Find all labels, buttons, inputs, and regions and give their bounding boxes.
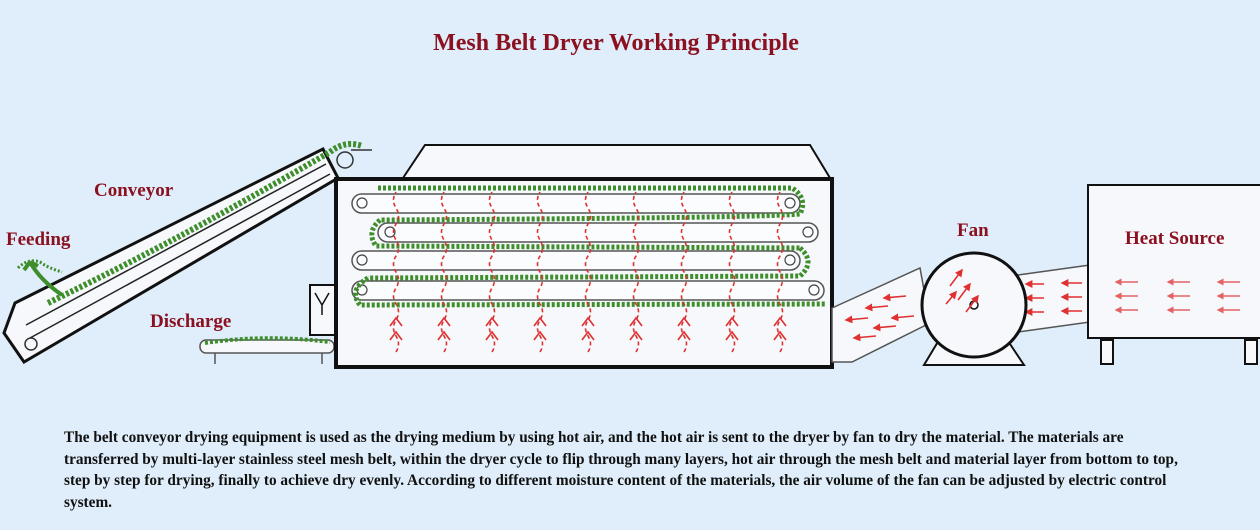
hot-air-chevron — [629, 316, 643, 327]
hot-air-chevron — [725, 330, 739, 341]
heat-source-unit — [1087, 184, 1260, 365]
hot-air-line — [536, 191, 544, 353]
discharge-conveyor — [199, 336, 335, 364]
hot-air-line — [392, 191, 400, 353]
air-duct-to-dryer — [831, 266, 931, 363]
hot-air-line — [584, 191, 592, 353]
diagram-title: Mesh Belt Dryer Working Principle — [433, 30, 799, 56]
hot-air-chevron — [533, 330, 547, 341]
feeding-material — [46, 141, 363, 306]
hot-air-chevron — [677, 316, 691, 327]
inlet-arrows — [1024, 279, 1082, 316]
hot-air-chevron — [677, 330, 691, 341]
heat-source-arrows — [1114, 278, 1240, 314]
hot-air-flow — [389, 191, 787, 353]
discharge-hopper — [309, 284, 337, 336]
hot-air-chevron — [533, 316, 547, 327]
heat-source-label: Heat Source — [1125, 228, 1225, 249]
hot-air-chevron — [389, 330, 403, 341]
feeding-arrow-icon — [22, 260, 64, 297]
fan-unit — [920, 251, 1028, 366]
hot-air-chevron — [629, 330, 643, 341]
hot-air-chevron — [581, 316, 595, 327]
hot-air-chevron — [437, 330, 451, 341]
hot-air-chevron — [581, 330, 595, 341]
conveyor-label: Conveyor — [94, 180, 174, 201]
fan-label: Fan — [957, 220, 989, 241]
duct-arrows — [844, 293, 915, 342]
dryer-diagram — [2, 141, 1260, 369]
hot-air-line — [776, 191, 784, 353]
feeding-conveyor — [2, 146, 372, 364]
hot-air-chevron — [773, 316, 787, 327]
hot-air-line — [632, 191, 640, 353]
hot-air-chevron — [773, 330, 787, 341]
discharge-label: Discharge — [150, 311, 232, 332]
feeding-stream — [16, 259, 63, 274]
feeding-label: Feeding — [6, 229, 71, 250]
fan-arrows — [945, 268, 979, 313]
hot-air-chevron — [485, 330, 499, 341]
hot-air-chevron — [437, 316, 451, 327]
description-text: The belt conveyor drying equipment is us… — [64, 429, 1178, 511]
hot-air-chevron — [485, 316, 499, 327]
hot-air-line — [680, 191, 688, 353]
hot-air-line — [488, 191, 496, 353]
hot-air-line — [440, 191, 448, 353]
material-layers — [353, 185, 827, 308]
hot-air-chevron — [725, 316, 739, 327]
mesh-belt-layers — [351, 193, 825, 301]
hot-air-line — [728, 191, 736, 353]
hot-air-chevron — [389, 316, 403, 327]
